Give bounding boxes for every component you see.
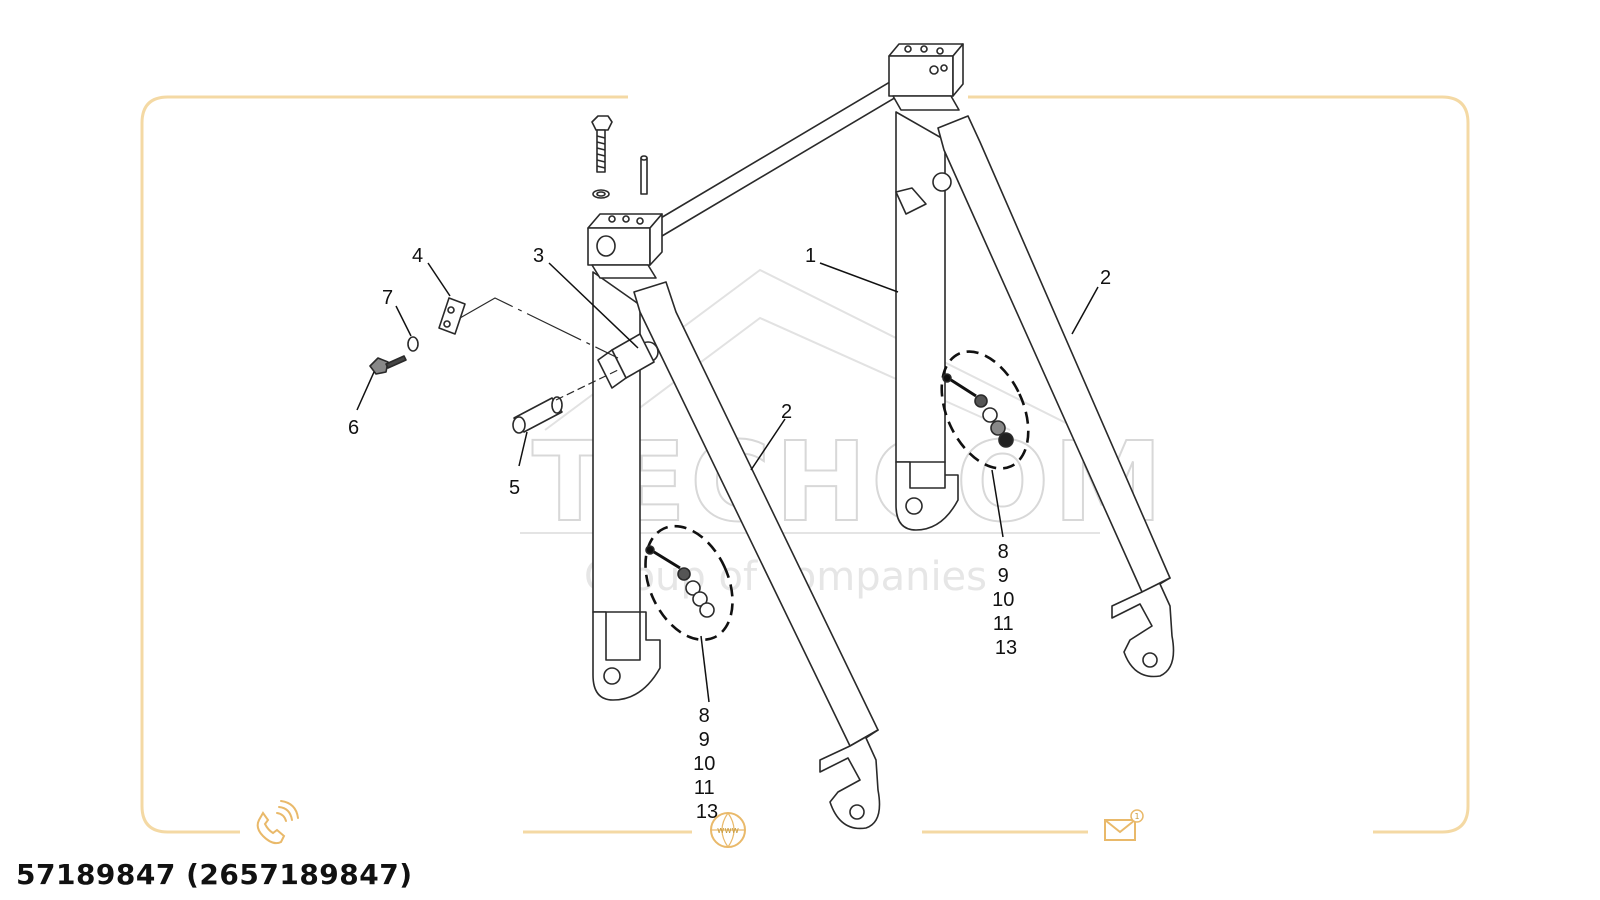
callout-group-left-item: 10 (693, 753, 715, 775)
screw (369, 355, 407, 375)
part-number-label: 57189847 (2657189847) (16, 858, 413, 891)
callout-group-left-item: 8 (699, 705, 710, 727)
hinge-pin (512, 396, 563, 434)
drawing (369, 43, 1175, 830)
callout-group-right-item: 11 (993, 613, 1014, 635)
frame-border (140, 95, 1470, 834)
email-badge-count: 1 (1134, 812, 1139, 821)
left-hinge-bracket (597, 333, 655, 389)
left-clamp-block (587, 213, 663, 279)
callout-group-left-item: 11 (694, 777, 715, 799)
callout-6: 6 (348, 417, 359, 439)
callout-group-right-item: 13 (995, 637, 1017, 659)
callout-group-right-item: 9 (998, 565, 1009, 587)
callout-group-left: 8 9 10 11 13 (693, 705, 721, 823)
assembly-lines (459, 297, 619, 401)
washer (407, 336, 419, 352)
top-pin (640, 155, 648, 195)
callouts: 1 2 2 3 4 7 6 5 8 9 10 11 13 8 9 10 11 1… (348, 245, 1111, 823)
callout-group-left-item: 13 (696, 801, 718, 823)
callout-group-right-item: 8 (998, 541, 1009, 563)
callout-4: 4 (412, 245, 423, 267)
lock-plate (438, 297, 466, 335)
callout-group-left-item: 9 (699, 729, 710, 751)
callout-1: 1 (805, 245, 816, 267)
callout-2-right: 2 (1100, 267, 1111, 289)
top-bolt (591, 115, 613, 199)
right-clamp-block (888, 43, 964, 111)
website-icon-label: www (717, 826, 739, 836)
email-icon[interactable]: 1 (1104, 809, 1144, 841)
phone-icon[interactable] (256, 800, 299, 845)
callout-group-right: 8 9 10 11 13 (992, 541, 1020, 659)
website-icon[interactable]: www (710, 812, 746, 848)
callout-3: 3 (533, 245, 544, 267)
grease-fitting-left (644, 524, 734, 642)
cross-bar (653, 74, 911, 237)
callout-5: 5 (509, 477, 520, 499)
callout-7: 7 (382, 287, 393, 309)
leader-lines (356, 262, 1099, 703)
callout-2-left: 2 (781, 401, 792, 423)
callout-group-right-item: 10 (992, 589, 1014, 611)
right-diagonal-arm (895, 115, 1175, 678)
grease-fitting-right (940, 350, 1030, 470)
